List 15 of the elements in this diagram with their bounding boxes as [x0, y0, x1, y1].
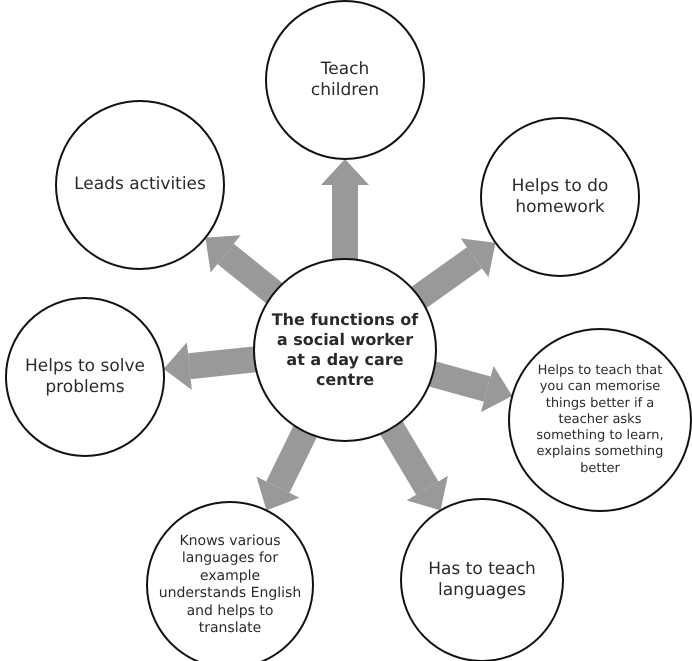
node-text: Has to teach languages [427, 558, 537, 602]
node-text: Teach children [310, 58, 380, 102]
block-arrow [321, 159, 369, 259]
block-arrow [205, 235, 282, 304]
block-arrow [256, 426, 317, 510]
node-text: Helps to do homework [510, 176, 610, 218]
node-text: Helps to solve problems [24, 356, 146, 398]
node-text: Knows various languages for example understands English and helps to translate [158, 532, 302, 638]
node-text: Leads activities [74, 174, 206, 196]
block-arrow [380, 422, 448, 510]
block-arrow [412, 238, 496, 308]
node-text: The functions of a social worker at a day care centre [271, 310, 419, 390]
block-arrow [164, 342, 256, 390]
block-arrow [429, 362, 512, 412]
node-text: Helps to teach that you can memorise things better if a teacher asks something to learn, explains something better [535, 363, 665, 477]
